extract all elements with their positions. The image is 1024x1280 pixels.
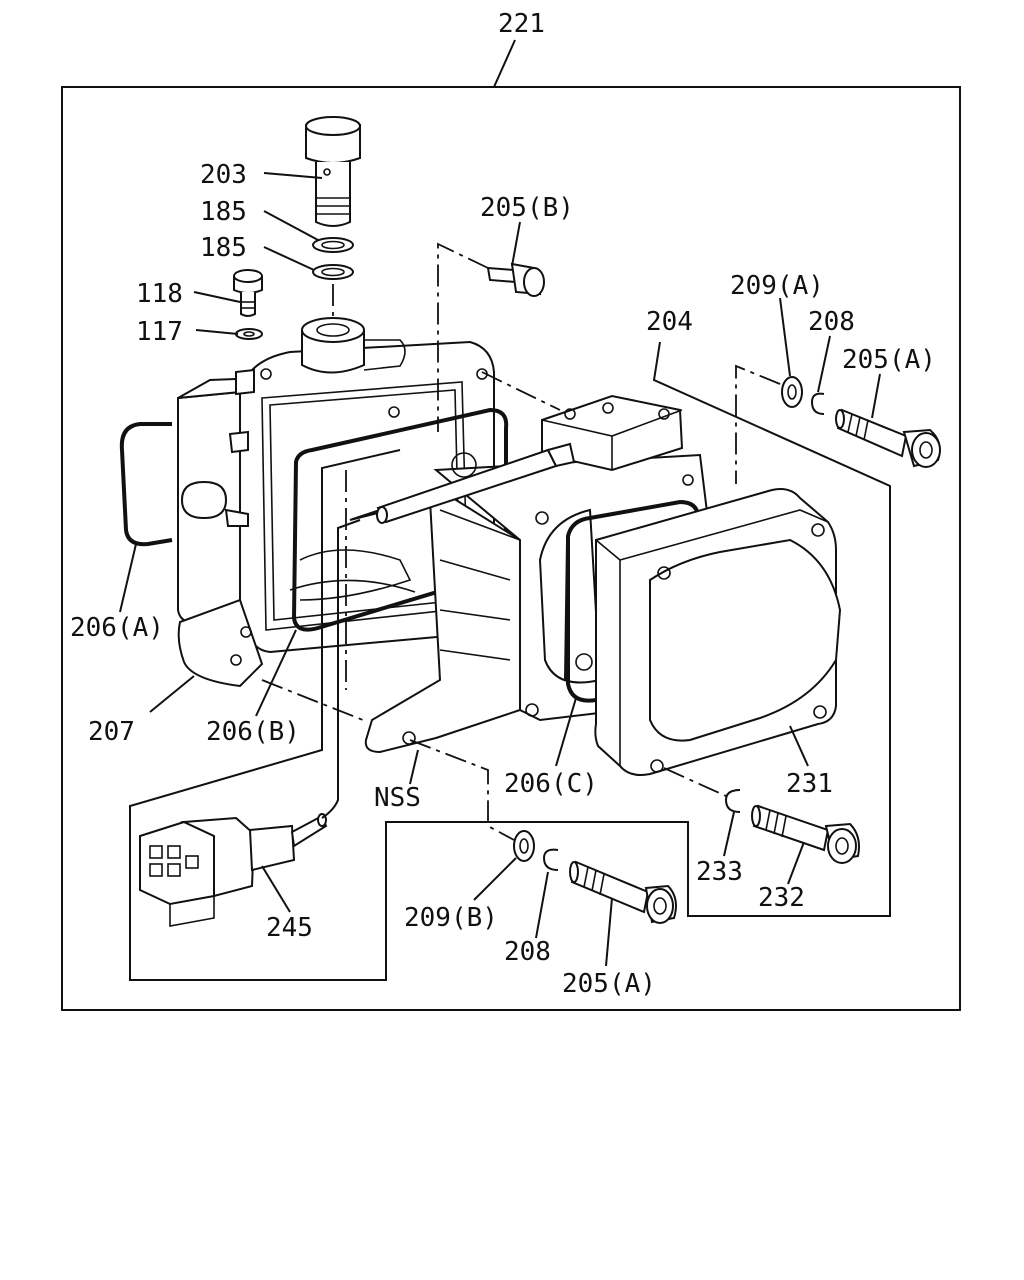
callout-205b: 205(B) (480, 193, 574, 223)
callout-203: 203 (200, 160, 247, 190)
leader-209a (779, 297, 791, 377)
leader-233 (723, 811, 735, 857)
leader-185a (263, 210, 319, 241)
leader-208a (817, 335, 831, 393)
align-line-nss (409, 739, 515, 841)
callout-206c: 206(C) (504, 769, 598, 799)
leader-206b (255, 629, 297, 717)
assembly-number-label: 221 (498, 9, 545, 39)
part-206c-gasket (566, 499, 701, 703)
leader-205a1 (871, 373, 881, 419)
callout-208-upper: 208 (808, 307, 855, 337)
leader-205a2 (605, 897, 613, 967)
callout-205a-upper: 205(A) (842, 345, 936, 375)
part-208-clip-lower (542, 848, 559, 871)
align-line-205b (437, 242, 489, 432)
callout-208-lower: 208 (504, 937, 551, 967)
callout-231: 231 (786, 769, 833, 799)
leader-206c (555, 697, 577, 767)
leader-207 (149, 675, 195, 713)
callout-117: 117 (136, 317, 183, 347)
callout-209b: 209(B) (404, 903, 498, 933)
part-185-washers (312, 237, 354, 280)
callout-205a-lower: 205(A) (562, 969, 656, 999)
assembly-frame (61, 86, 961, 1011)
part-205a-bolt-upper (835, 408, 941, 468)
callout-207: 207 (88, 717, 135, 747)
bracket-204 (129, 341, 891, 981)
leader-185b (263, 246, 315, 271)
leader-205b (511, 221, 521, 267)
leader-203 (263, 172, 323, 179)
part-206c-gasket-edge (564, 539, 570, 681)
part-207-housing (177, 317, 495, 688)
callout-185-upper: 185 (200, 197, 247, 227)
leader-117 (195, 329, 239, 335)
leader-245 (261, 865, 291, 913)
callout-209a: 209(A) (730, 271, 824, 301)
part-232-bolt (751, 804, 860, 864)
callout-185-lower: 185 (200, 233, 247, 263)
part-205a-bolt-lower (569, 860, 677, 924)
callout-206b: 206(B) (206, 717, 300, 747)
callout-232: 232 (758, 883, 805, 913)
align-line-208-upper (735, 364, 781, 484)
part-118-screw (233, 269, 263, 317)
part-206a-gasket (119, 422, 173, 547)
leader-208b (535, 871, 549, 939)
part-231-cover (594, 488, 842, 776)
leader-118 (193, 291, 241, 303)
part-203-bolt (305, 116, 361, 227)
part-117-washer (235, 328, 263, 340)
part-209b-washer (513, 830, 535, 862)
part-245-connector (139, 813, 328, 927)
part-208-clip-upper (810, 392, 825, 415)
callout-245: 245 (266, 913, 313, 943)
callout-233: 233 (696, 857, 743, 887)
leader-nss (409, 749, 419, 785)
leader-206a (119, 543, 137, 613)
part-205b-screw (486, 262, 545, 297)
callout-nss: NSS (374, 783, 421, 813)
align-line-231 (663, 767, 727, 797)
bracket-245-lead (321, 519, 361, 819)
callout-204: 204 (646, 307, 693, 337)
part-209a-washer (781, 376, 803, 408)
align-line-lower (261, 679, 369, 723)
callout-206a: 206(A) (70, 613, 164, 643)
align-line-rear (481, 371, 561, 411)
part-233-clip (724, 789, 741, 813)
assembly-leader (493, 39, 516, 88)
leader-232 (787, 841, 805, 885)
leader-231 (789, 725, 809, 767)
leader-209b (473, 857, 517, 901)
callout-118: 118 (136, 279, 183, 309)
